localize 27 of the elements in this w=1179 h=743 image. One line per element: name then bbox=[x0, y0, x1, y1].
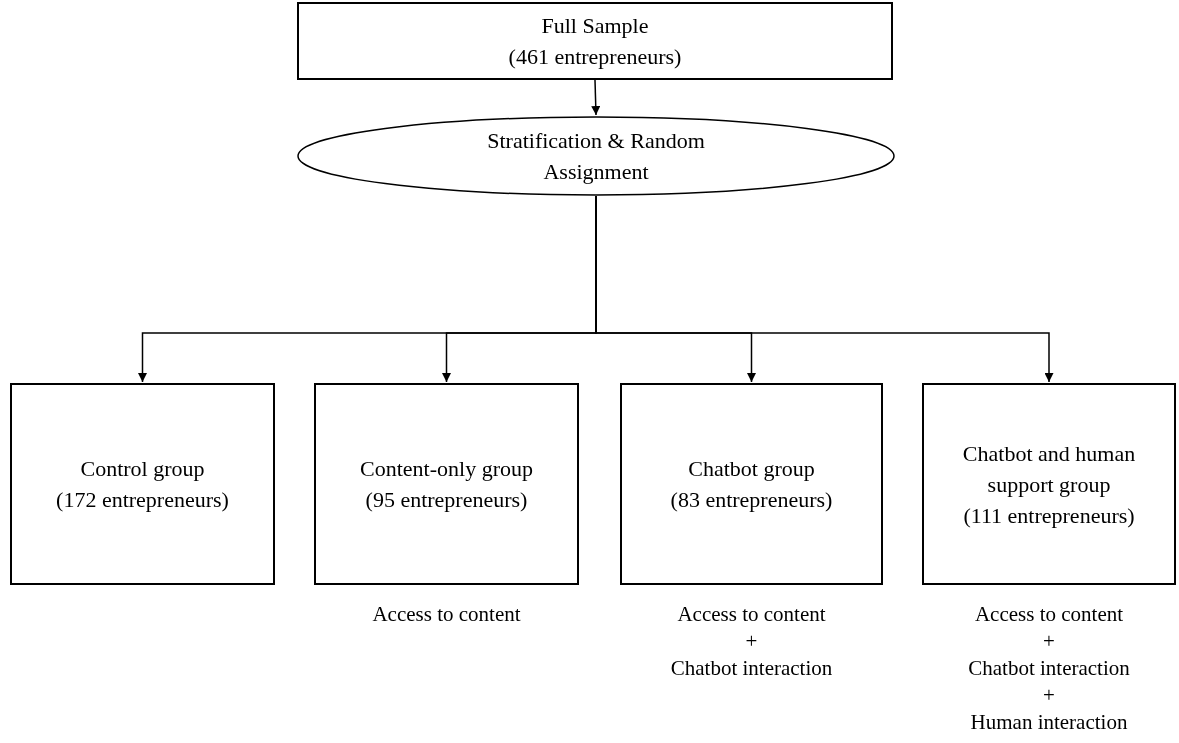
note-text: + bbox=[1043, 628, 1055, 655]
process-box bbox=[922, 383, 1176, 585]
node-label: Control group bbox=[80, 455, 205, 483]
node-label: (95 entrepreneurs) bbox=[365, 486, 528, 514]
arrow bbox=[591, 79, 601, 116]
node-label: (172 entrepreneurs) bbox=[56, 486, 229, 514]
node-label: Stratification & Random Assignment bbox=[486, 127, 706, 186]
node-label: (111 entrepreneurs) bbox=[963, 501, 1135, 530]
node-label: Chatbot group bbox=[688, 455, 815, 483]
note-text: Chatbot interaction bbox=[968, 655, 1130, 682]
node-label: Full Sample bbox=[541, 12, 649, 40]
note-text: Access to content bbox=[974, 601, 1124, 628]
node-label: (461 entrepreneurs) bbox=[508, 43, 682, 71]
process-box bbox=[10, 383, 275, 585]
process-box bbox=[314, 383, 579, 585]
process-box bbox=[297, 2, 893, 80]
node-label: Chatbot and human support group bbox=[961, 439, 1137, 499]
note-text: Human interaction bbox=[970, 709, 1128, 736]
note-text: + bbox=[1043, 682, 1055, 709]
node-label: Content-only group bbox=[360, 455, 533, 483]
note-text: + bbox=[745, 628, 758, 655]
node-label: (83 entrepreneurs) bbox=[670, 486, 833, 514]
note-text: Access to content bbox=[677, 601, 826, 628]
note-text: Chatbot interaction bbox=[670, 655, 833, 682]
process-box bbox=[620, 383, 883, 585]
note-text: Access to content bbox=[372, 601, 521, 628]
process-ellipse bbox=[297, 116, 895, 196]
